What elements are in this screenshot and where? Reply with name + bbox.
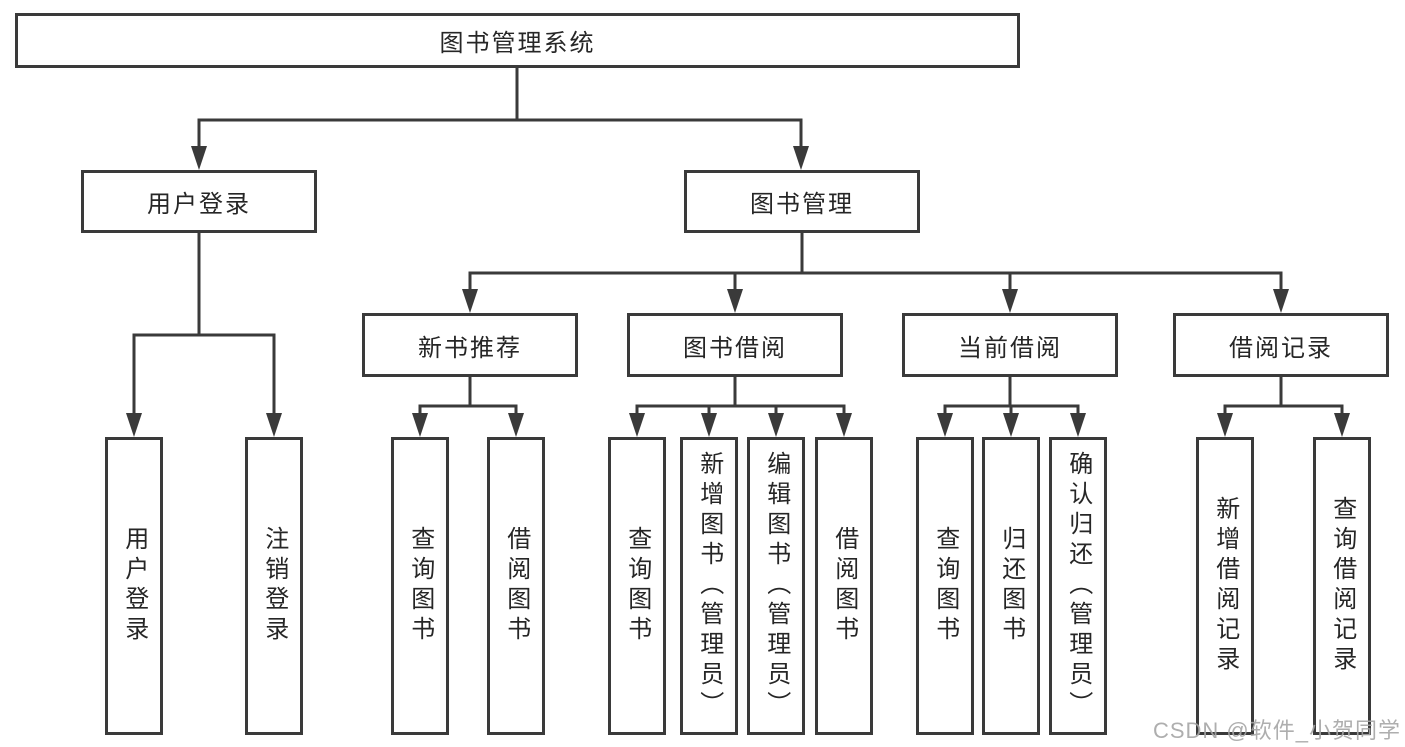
node-user-login: 用户登录 (81, 170, 317, 233)
leaf-return-books: 归还图书 (982, 437, 1040, 735)
leaf-add-books-admin: 新增图书（管理员） (680, 437, 738, 735)
leaf-add-borrow-record: 新增借阅记录 (1196, 437, 1254, 735)
arrow-down-icon (126, 413, 142, 437)
leaf-borrow-books: 借阅图书 (815, 437, 873, 735)
node-label: 新增借阅记录 (1211, 496, 1239, 676)
node-label: 借阅图书 (502, 526, 530, 646)
arrow-down-icon (937, 413, 953, 437)
node-label: 用户登录 (147, 191, 251, 218)
node-label: 查询借阅记录 (1328, 496, 1356, 676)
arrow-down-icon (768, 413, 784, 437)
node-label: 编辑图书（管理员） (762, 451, 790, 721)
arrow-down-icon (793, 146, 809, 170)
node-new-book-recommendation: 新书推荐 (362, 313, 578, 377)
node-label: 查询图书 (623, 526, 651, 646)
node-root-system: 图书管理系统 (15, 13, 1020, 68)
node-label: 图书管理 (750, 191, 854, 218)
node-label: 新增图书（管理员） (695, 451, 723, 721)
node-label: 当前借阅 (958, 334, 1062, 362)
leaf-borrow-books-recommend: 借阅图书 (487, 437, 545, 735)
leaf-query-borrow-record: 查询借阅记录 (1313, 437, 1371, 735)
leaf-query-books-borrowing: 查询图书 (608, 437, 666, 735)
leaf-logout: 注销登录 (245, 437, 303, 735)
arrow-down-icon (412, 413, 428, 437)
leaf-confirm-return-admin: 确认归还（管理员） (1049, 437, 1107, 735)
node-label: 确认归还（管理员） (1064, 451, 1092, 721)
node-label: 用户登录 (120, 526, 148, 646)
arrow-down-icon (701, 413, 717, 437)
node-label: 图书管理系统 (439, 30, 596, 57)
arrow-down-icon (191, 146, 207, 170)
arrow-down-icon (1273, 289, 1289, 313)
arrow-down-icon (1217, 413, 1233, 437)
node-label: 借阅记录 (1229, 334, 1333, 362)
node-book-borrowing: 图书借阅 (627, 313, 843, 377)
node-label: 图书借阅 (683, 334, 787, 362)
node-label: 归还图书 (997, 526, 1025, 646)
arrow-down-icon (1334, 413, 1350, 437)
arrow-down-icon (1070, 413, 1086, 437)
leaf-query-books-current: 查询图书 (916, 437, 974, 735)
arrow-down-icon (727, 289, 743, 313)
arrow-down-icon (462, 289, 478, 313)
leaf-user-login: 用户登录 (105, 437, 163, 735)
node-book-management: 图书管理 (684, 170, 920, 233)
arrow-down-icon (266, 413, 282, 437)
leaf-query-books-recommend: 查询图书 (391, 437, 449, 735)
arrow-down-icon (1003, 413, 1019, 437)
node-label: 注销登录 (260, 526, 288, 646)
node-current-borrowing: 当前借阅 (902, 313, 1118, 377)
node-label: 借阅图书 (830, 526, 858, 646)
arrow-down-icon (836, 413, 852, 437)
arrow-down-icon (1002, 289, 1018, 313)
arrow-down-icon (508, 413, 524, 437)
watermark-text: CSDN @软件_小贺同学 (1152, 718, 1401, 743)
arrow-down-icon (629, 413, 645, 437)
node-label: 查询图书 (931, 526, 959, 646)
node-borrowing-records: 借阅记录 (1173, 313, 1389, 377)
node-label: 查询图书 (406, 526, 434, 646)
node-label: 新书推荐 (418, 334, 522, 362)
leaf-edit-books-admin: 编辑图书（管理员） (747, 437, 805, 735)
